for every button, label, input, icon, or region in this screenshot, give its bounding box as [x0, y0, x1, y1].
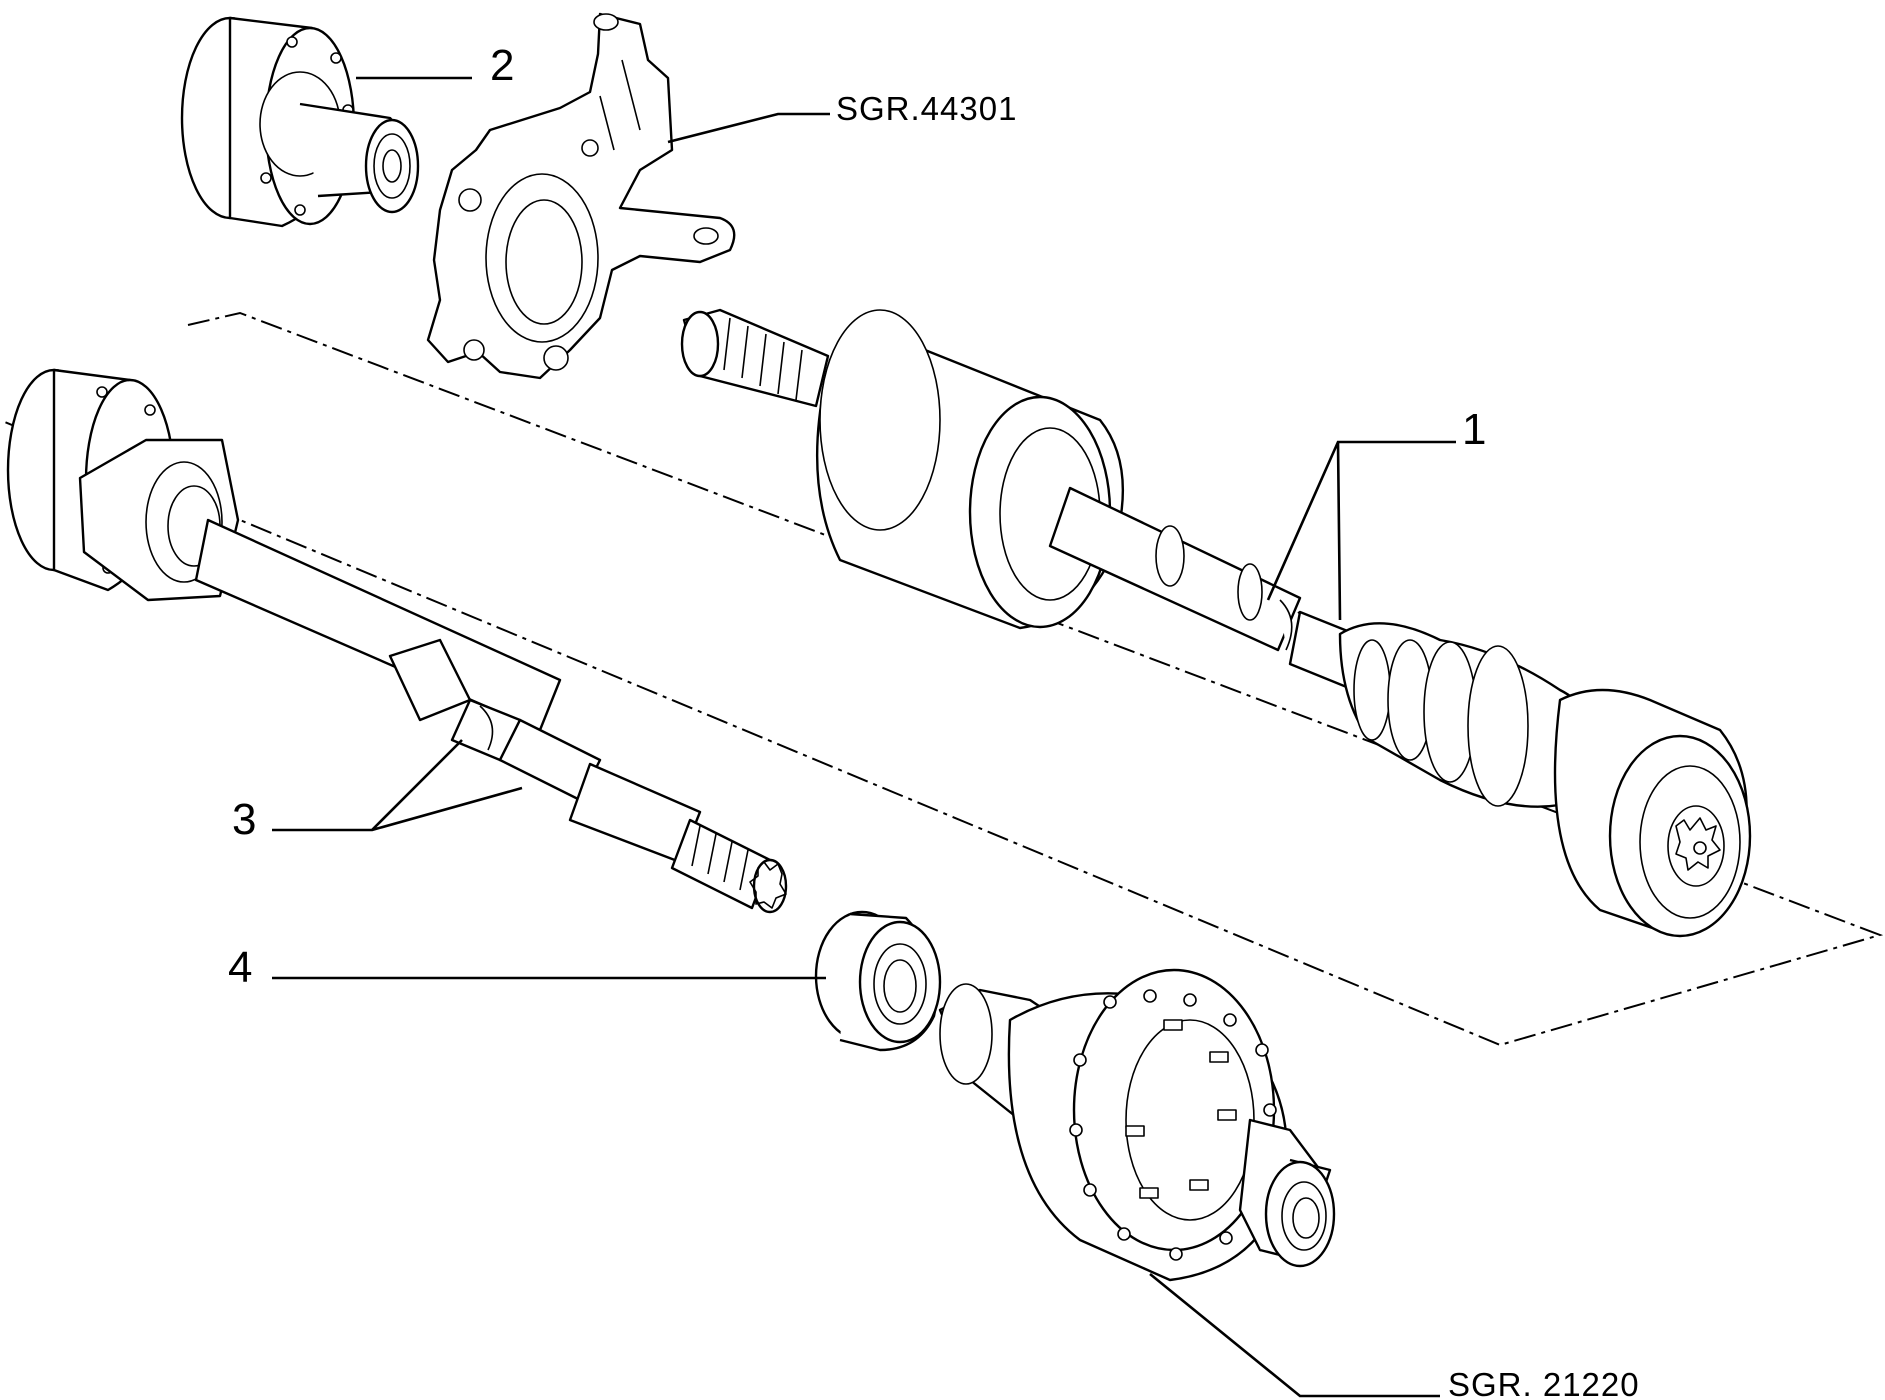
leader-lines — [272, 76, 1456, 1398]
leader-line-differential — [1149, 1272, 1440, 1398]
leader-line-knuckle — [667, 112, 830, 144]
oil-seal-part — [814, 910, 942, 1052]
callout-1: 1 — [1462, 405, 1486, 454]
callout-3: 3 — [232, 795, 256, 844]
leader-line-3 — [272, 739, 523, 832]
steering-knuckle-part — [426, 12, 736, 380]
callout-2: 2 — [490, 41, 514, 90]
leader-line-1 — [1266, 440, 1456, 621]
drive-shaft-assembly-part — [680, 308, 1752, 938]
differential-housing-part — [938, 968, 1336, 1282]
callout-4: 4 — [228, 943, 252, 992]
flanged-hub-part — [180, 16, 420, 228]
intermediate-shaft-part — [6, 368, 788, 914]
reference-knuckle: SGR.44301 — [836, 90, 1017, 127]
reference-differential: SGR. 21220 — [1448, 1366, 1640, 1400]
assembly-boundary-line — [0, 311, 1884, 1047]
